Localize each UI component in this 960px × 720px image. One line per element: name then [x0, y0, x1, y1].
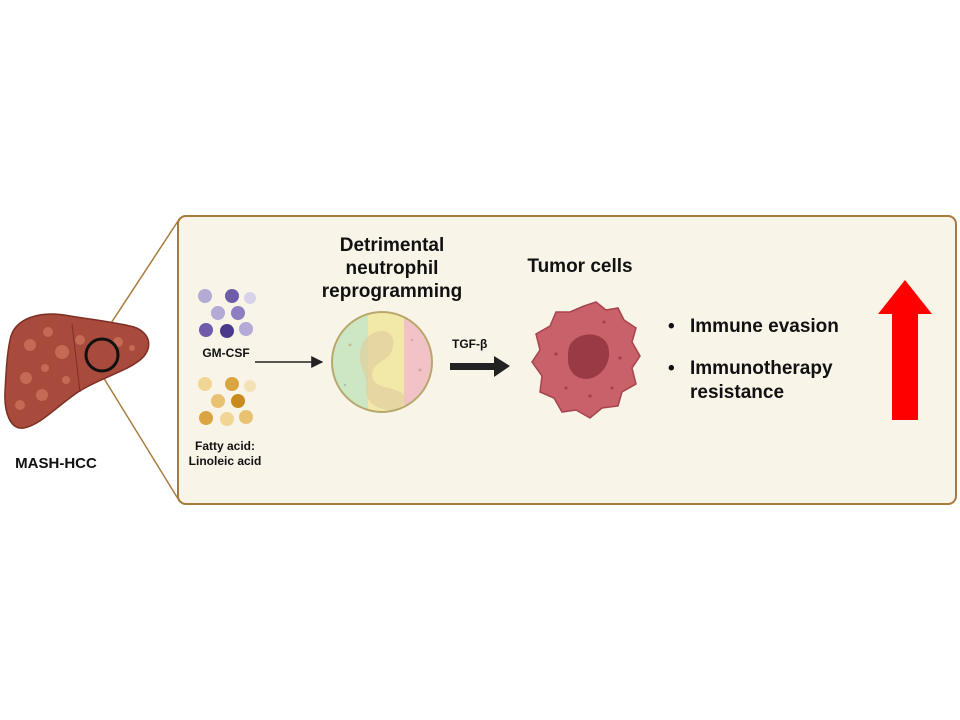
zoom-circle: [84, 337, 120, 373]
gm-csf-label: GM-CSF: [202, 346, 250, 360]
zoom-line-bottom: [99, 371, 181, 503]
zoom-line-top: [99, 217, 181, 341]
neutrophil-title-line3: reprogramming: [321, 281, 463, 302]
outcome-item: • Immune evasion: [668, 315, 898, 339]
neutrophil-icon: [331, 311, 433, 413]
tumor-title: Tumor cells: [527, 256, 633, 277]
liver-label: MASH-HCC: [15, 455, 97, 472]
neutrophil-title: Detrimental neutrophil reprogramming: [312, 234, 472, 303]
fatty-acid-label-line2: Linoleic acid: [188, 454, 262, 468]
fatty-acid-label: Fatty acid: Linoleic acid: [180, 439, 270, 469]
neutrophil-title-line2: neutrophil: [345, 258, 439, 279]
fatty-acid-label-line1: Fatty acid:: [194, 439, 255, 453]
outcome-list: • Immune evasion • Immunotherapy resista…: [668, 315, 898, 423]
tgf-beta-label: TGF-β: [452, 337, 488, 351]
outcome-text: Immune evasion: [690, 316, 839, 337]
neutrophil-title-line1: Detrimental: [339, 235, 445, 256]
bullet-dot: •: [668, 316, 675, 337]
outcome-text: Immunotherapy resistance: [690, 358, 833, 403]
tgf-beta-arrow: [450, 356, 510, 377]
fatty-acid-icon: [198, 377, 256, 426]
outcome-item: • Immunotherapy resistance: [668, 357, 898, 405]
bullet-dot: •: [668, 358, 675, 379]
increase-arrow-icon: [878, 280, 932, 420]
tumor-cell-icon: [531, 301, 641, 419]
liver-icon: [4, 313, 150, 429]
gm-csf-icon: [198, 289, 256, 338]
